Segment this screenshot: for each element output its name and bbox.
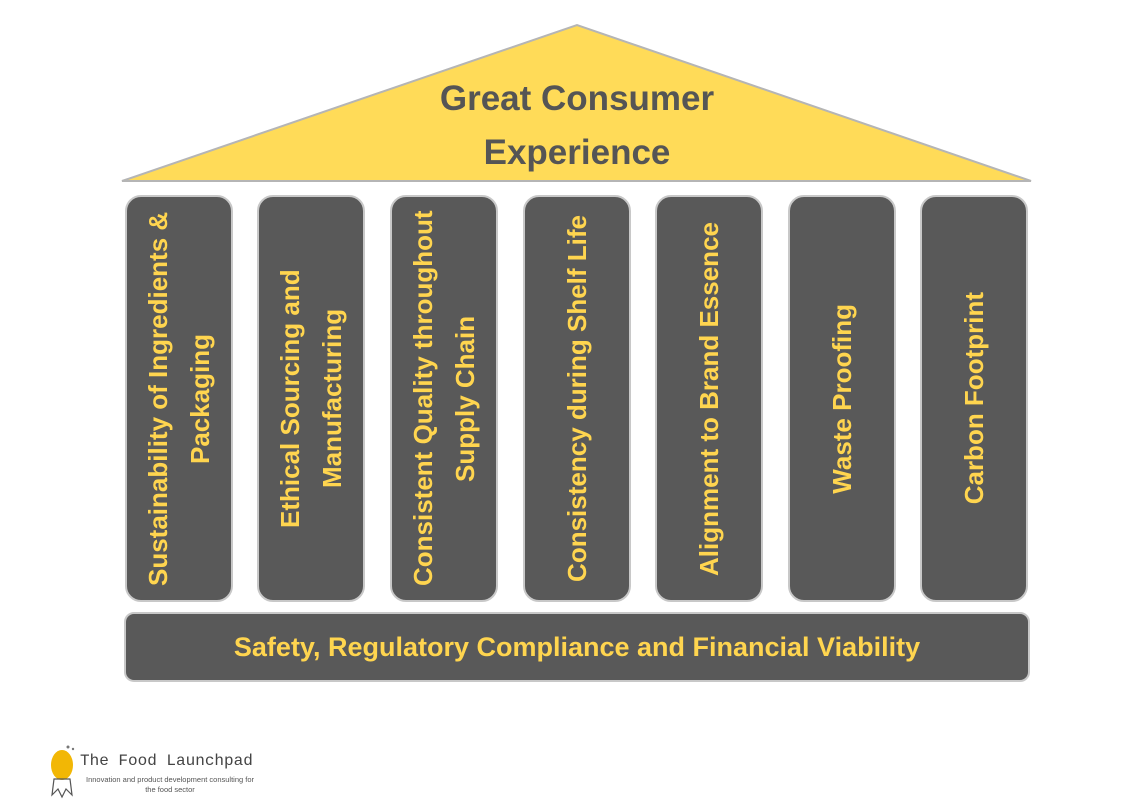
base-label: Safety, Regulatory Compliance and Financ… — [233, 631, 921, 662]
pillar-sustainability: Sustainability of Ingredients & Packagin… — [125, 195, 233, 602]
company-logo: The Food Launchpad Innovation and produc… — [46, 743, 261, 803]
pillar-label: Waste Proofing — [827, 303, 857, 494]
pillar-carbon-footprint: Carbon Footprint — [920, 195, 1028, 602]
logo-tagline: Innovation and product development consu… — [85, 775, 255, 794]
pillar-shelf-life: Consistency during Shelf Life — [523, 195, 631, 602]
foundation-base: Safety, Regulatory Compliance and Financ… — [124, 612, 1030, 682]
roof-triangle — [121, 23, 1032, 182]
logo-name: The Food Launchpad — [80, 752, 253, 770]
pillar-label: Alignment to Brand Essence — [694, 221, 724, 576]
pillar-waste-proofing: Waste Proofing — [788, 195, 896, 602]
pillar-label: Ethical Sourcing and Manufacturing — [275, 269, 347, 528]
pillar-brand-essence: Alignment to Brand Essence — [655, 195, 763, 602]
pillar-label: Carbon Footprint — [959, 292, 989, 505]
pillar-label: Consistency during Shelf Life — [562, 215, 592, 582]
pillar-ethical-sourcing: Ethical Sourcing and Manufacturing — [257, 195, 365, 602]
lemon-rocket-icon — [51, 745, 75, 799]
pillar-label: Sustainability of Ingredients & Packagin… — [143, 211, 215, 586]
pillar-label: Consistent Quality throughout Supply Cha… — [408, 210, 480, 587]
roof-title: Great Consumer Experience — [439, 79, 715, 172]
pillar-consistent-quality: Consistent Quality throughout Supply Cha… — [390, 195, 498, 602]
